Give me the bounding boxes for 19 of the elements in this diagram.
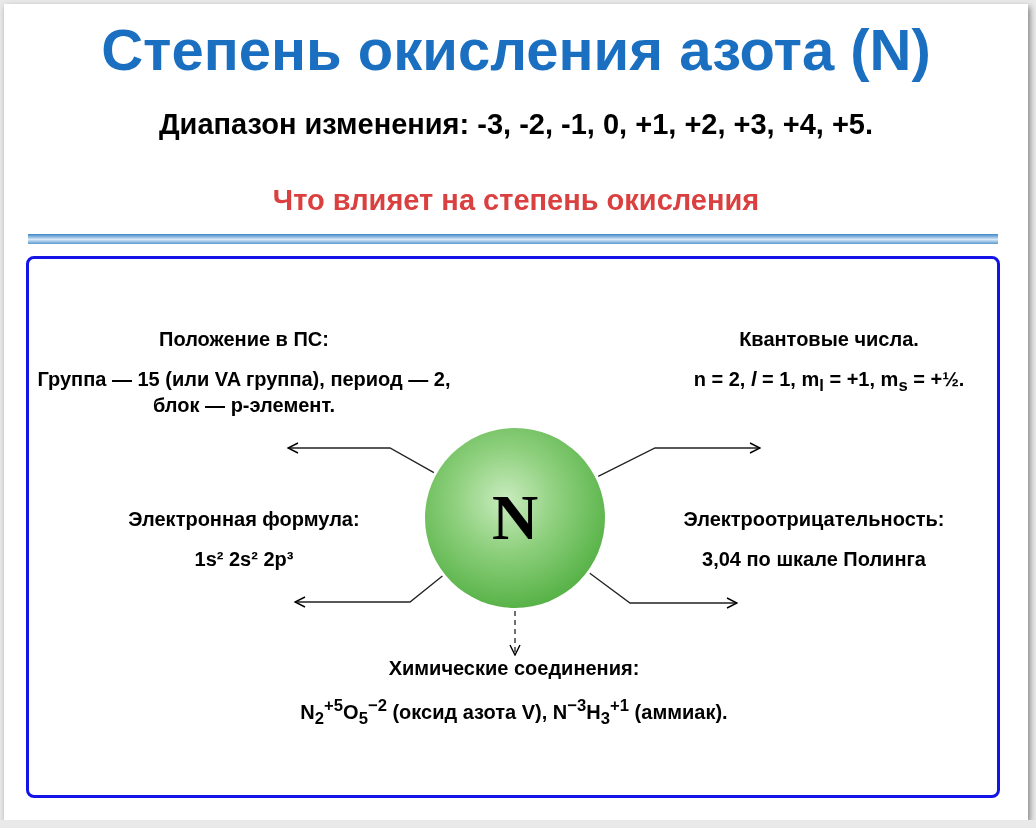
block-heading: Химические соединения: [388, 656, 640, 681]
arrow [597, 442, 761, 478]
block-text: 1s² 2s² 2p³ [194, 547, 294, 572]
heading: Что влияет на степень окисления [271, 184, 761, 217]
arrow [509, 610, 521, 656]
block-heading: Электронная формула: [128, 507, 360, 532]
subtitle: Диапазон изменения: -3, -2, -1, 0, +1, +2, +3, +4, +5. [157, 108, 875, 141]
element-symbol: N [491, 481, 539, 555]
arrow [294, 575, 444, 608]
block-heading: Квантовые числа. [739, 327, 919, 352]
block-heading: Положение в ПС: [159, 327, 329, 352]
block-text: N$_{2}$$^{+5}$O$_{5}$$^{−2}$ (оксид азота V), N$^{−3}$H$_{3}$$^{+1}$ (аммиак). [300, 695, 728, 730]
block-text: n = 2, l = 1, m$_{l}$ = +1, m$_{s}$ = +½. [693, 367, 965, 397]
block-heading: Электроотрицательность: [683, 507, 945, 532]
arrow [589, 572, 738, 609]
block-text: Группа — 15 (или VA группа), период — 2, блок — p-элемент. [36, 367, 452, 418]
title: Степень окисления азота (N) [100, 16, 932, 83]
arrow [287, 442, 435, 474]
block-text: 3,04 по шкале Полинга [702, 547, 926, 572]
